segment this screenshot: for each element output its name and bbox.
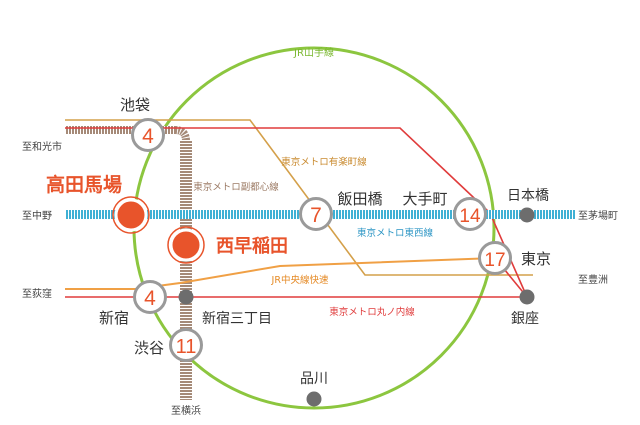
label-shibuya: 渋谷 — [134, 339, 164, 357]
dest-ogikubo: 至荻窪 — [22, 287, 52, 300]
label-ginza: 銀座 — [511, 311, 539, 327]
minutes-otemachi: 14 — [459, 206, 481, 227]
station-otemachi[interactable]: 14 大手町 — [402, 190, 487, 231]
minutes-shibuya: 11 — [176, 336, 197, 358]
dest-toyosu: 至豊洲 — [578, 273, 608, 286]
minutes-shinjuku: 4 — [144, 287, 156, 310]
chuo-label: JR中央線快速 — [271, 274, 329, 286]
station-nihonbashi[interactable]: 日本橋 — [507, 188, 549, 223]
fukutoshin-line — [65, 126, 192, 400]
yamanote-label: JR山手線 — [293, 46, 334, 59]
yurakucho-line — [65, 119, 533, 276]
chuo-line — [65, 257, 496, 290]
station-takadanobaba[interactable]: 高田馬場 — [46, 173, 150, 234]
label-shinagawa: 品川 — [300, 371, 328, 387]
station-iidabashi[interactable]: 7 飯田橋 — [299, 190, 383, 231]
label-shinjuku-sanchome: 新宿三丁目 — [202, 310, 272, 327]
label-takadanobaba: 高田馬場 — [46, 173, 122, 196]
label-otemachi: 大手町 — [402, 190, 447, 208]
yurakucho-label: 東京メトロ有楽町線 — [281, 156, 367, 168]
marunouchi-label: 東京メトロ丸ノ内線 — [329, 306, 415, 318]
fukutoshin-label: 東京メトロ副都心線 — [193, 181, 279, 193]
station-shinjuku[interactable]: 4 新宿 — [99, 280, 167, 328]
label-shinjuku: 新宿 — [99, 309, 129, 327]
station-shibuya[interactable]: 11 渋谷 — [134, 328, 203, 362]
station-shinagawa[interactable]: 品川 — [300, 371, 328, 407]
dest-kayabacho: 至茅場町 — [578, 209, 618, 222]
station-nishiwaseda[interactable]: 西早稲田 — [167, 226, 288, 264]
label-nishiwaseda: 西早稲田 — [216, 236, 288, 257]
minutes-iidabashi: 7 — [310, 204, 322, 227]
minutes-ikebukuro: 4 — [142, 125, 154, 148]
dest-nakano: 至中野 — [22, 209, 52, 222]
label-ikebukuro: 池袋 — [120, 96, 150, 114]
marunouchi-line — [65, 127, 528, 298]
dest-yokohama: 至横浜 — [171, 404, 201, 417]
station-ginza[interactable]: 銀座 — [511, 289, 539, 328]
label-nihonbashi: 日本橋 — [507, 188, 549, 204]
station-ikebukuro[interactable]: 4 池袋 — [120, 96, 165, 152]
station-shinjuku-sanchome[interactable]: 新宿三丁目 — [178, 289, 273, 328]
dest-wakoshi: 至和光市 — [22, 140, 62, 153]
tozai-label: 東京メトロ東西線 — [357, 227, 434, 239]
label-tokyo: 東京 — [521, 250, 551, 268]
minutes-tokyo: 17 — [484, 250, 505, 271]
station-tokyo[interactable]: 17 東京 — [478, 241, 552, 275]
label-iidabashi: 飯田橋 — [337, 190, 382, 208]
